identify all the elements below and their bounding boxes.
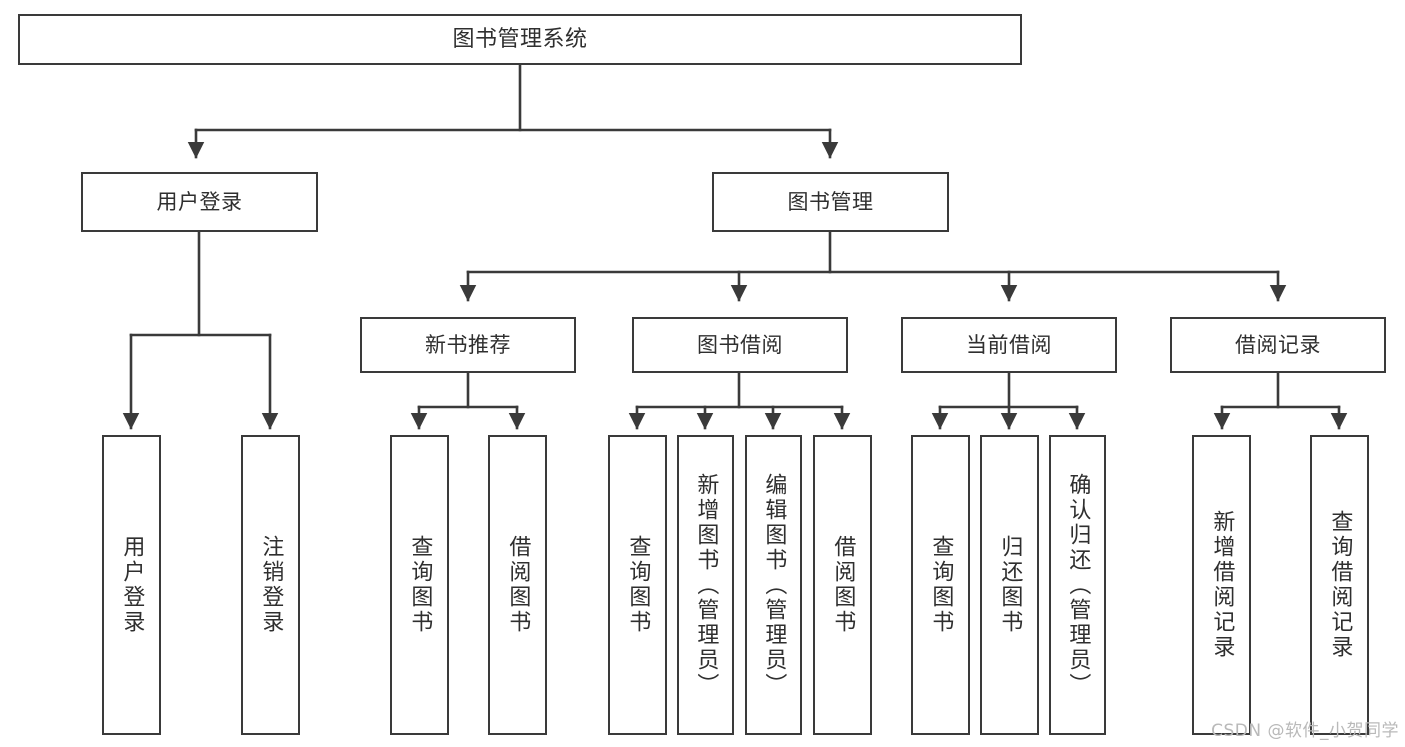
node-leaf-user-logout[interactable]: 注销登录 [241,435,300,735]
node-label: 查询图书 [625,535,651,635]
node-root-system[interactable]: 图书管理系统 [18,14,1022,65]
node-label: 图书借阅 [697,332,783,357]
node-label: 新书推荐 [425,332,511,357]
node-label: 用户登录 [119,535,145,635]
node-leaf-borrow-book-2[interactable]: 借阅图书 [813,435,872,735]
node-book-borrow[interactable]: 图书借阅 [632,317,848,373]
node-leaf-query-book-1[interactable]: 查询图书 [390,435,449,735]
node-label: 查询图书 [407,535,433,635]
node-label: 归还图书 [997,535,1023,635]
node-label: 新增图书（管理员） [693,472,719,698]
node-label: 图书管理系统 [452,26,588,52]
node-leaf-add-book[interactable]: 新增图书（管理员） [677,435,734,735]
node-label: 查询借阅记录 [1327,510,1353,660]
node-label: 当前借阅 [966,332,1052,357]
node-current-borrow[interactable]: 当前借阅 [901,317,1117,373]
node-leaf-query-book-3[interactable]: 查询图书 [911,435,970,735]
node-leaf-borrow-book-1[interactable]: 借阅图书 [488,435,547,735]
node-borrow-record[interactable]: 借阅记录 [1170,317,1386,373]
node-leaf-query-book-2[interactable]: 查询图书 [608,435,667,735]
node-label: 确认归还（管理员） [1065,472,1091,698]
node-label: 借阅图书 [830,535,856,635]
node-label: 借阅图书 [505,535,531,635]
node-label: 编辑图书（管理员） [761,472,787,698]
node-leaf-return-book[interactable]: 归还图书 [980,435,1039,735]
node-leaf-add-record[interactable]: 新增借阅记录 [1192,435,1251,735]
watermark: CSDN @软件_小贺同学 [1211,721,1399,741]
node-label: 图书管理 [787,189,874,214]
node-leaf-query-record[interactable]: 查询借阅记录 [1310,435,1369,735]
node-leaf-edit-book[interactable]: 编辑图书（管理员） [745,435,802,735]
node-label: 查询图书 [928,535,954,635]
node-leaf-user-login[interactable]: 用户登录 [102,435,161,735]
node-leaf-confirm-return[interactable]: 确认归还（管理员） [1049,435,1106,735]
node-new-book-recommend[interactable]: 新书推荐 [360,317,576,373]
node-label: 借阅记录 [1235,332,1321,357]
node-label: 用户登录 [156,189,243,214]
node-user-login[interactable]: 用户登录 [81,172,318,232]
node-label: 注销登录 [258,535,284,635]
node-label: 新增借阅记录 [1209,510,1235,660]
node-book-manage[interactable]: 图书管理 [712,172,949,232]
